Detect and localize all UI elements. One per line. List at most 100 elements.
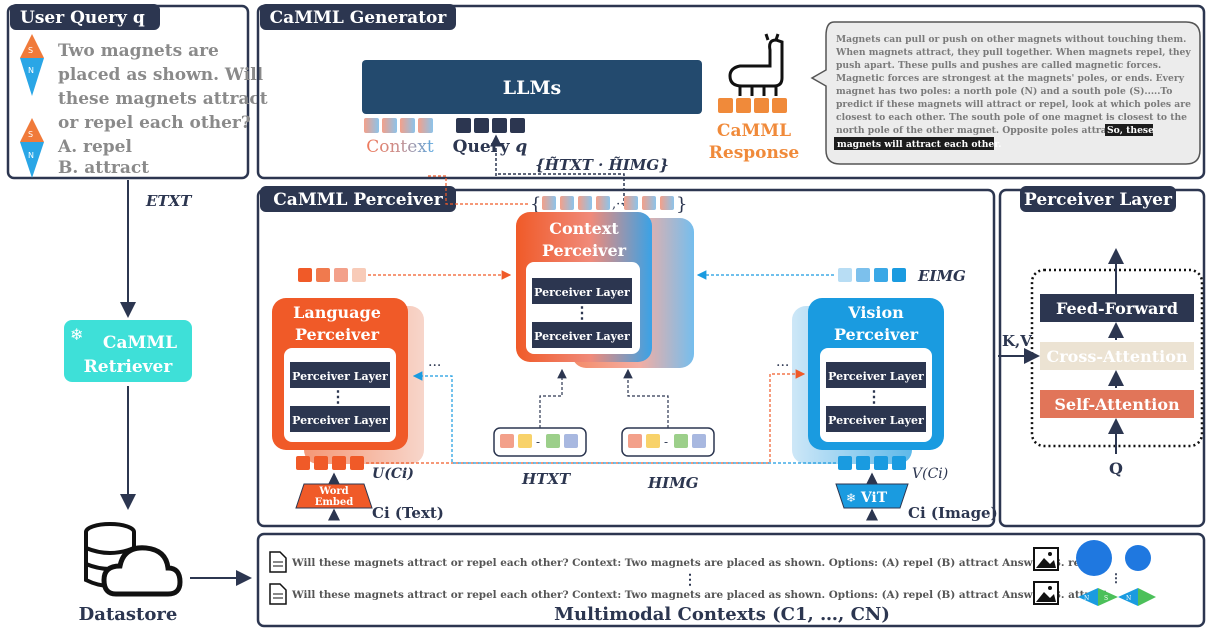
multimodal-contexts-panel: Will these magnets attract or repel each… xyxy=(256,532,1206,628)
vit-encoder: ❄ ViT xyxy=(835,483,909,509)
query-line: placed as shown. Will xyxy=(58,65,264,85)
svg-text:Perceiver Layer: Perceiver Layer xyxy=(828,414,924,427)
top-token-set: { ,···, } xyxy=(530,194,687,215)
llm-label: LLMs xyxy=(503,77,561,99)
document-icon xyxy=(269,583,287,605)
svg-text:closest to each other. The sou: closest to each other. The south pole of… xyxy=(836,112,1187,123)
e-txt-label: ETXT xyxy=(145,192,193,210)
svg-text:N: N xyxy=(28,66,34,75)
v-ci-label: V(Ci) xyxy=(912,466,948,482)
vis-ellipsis: ... xyxy=(776,354,789,370)
svg-text:Perceiver: Perceiver xyxy=(834,325,919,344)
h-img-label: HIMG xyxy=(647,474,699,492)
svg-text:⋮: ⋮ xyxy=(866,387,882,406)
user-query-panel: User Query q S N S N Two magnets are pla… xyxy=(6,4,268,180)
response-label: Response xyxy=(709,143,800,163)
svg-text:Self-Attention: Self-Attention xyxy=(1054,395,1180,414)
svg-text:north pole of the other magnet: north pole of the other magnet. Opposite… xyxy=(836,125,1120,136)
query-label: Query q xyxy=(453,137,528,157)
response-bubble xyxy=(810,21,1201,165)
svg-text:⋮: ⋮ xyxy=(574,303,590,322)
svg-text:N: N xyxy=(1084,595,1089,602)
svg-text:Retriever: Retriever xyxy=(84,357,174,377)
svg-text:Feed-Forward: Feed-Forward xyxy=(1056,299,1178,318)
svg-text:Embed: Embed xyxy=(315,497,354,508)
svg-text:S: S xyxy=(28,46,33,55)
language-perceiver: Language Perceiver Perceiver Layer ⋮ Per… xyxy=(272,298,424,464)
svg-text:Perceiver: Perceiver xyxy=(542,241,627,260)
image-icon xyxy=(1033,581,1059,605)
svg-text:Perceiver Layer: Perceiver Layer xyxy=(534,286,630,299)
kv-label: K,V xyxy=(1002,332,1032,350)
svg-text:Perceiver Layer: Perceiver Layer xyxy=(534,330,630,343)
query-tokens xyxy=(456,118,525,133)
lang-ellipsis: ... xyxy=(428,354,441,370)
language-latent-tokens xyxy=(298,268,366,282)
hidden-label: {H̃TXT · H̃IMG} xyxy=(535,156,669,174)
svg-text:Magnetic forces are strongest: Magnetic forces are strongest at the mag… xyxy=(836,73,1185,84)
llm-block xyxy=(362,60,702,114)
perceiver-panel: CaMML Perceiver xyxy=(256,186,996,528)
svg-text:Word: Word xyxy=(318,486,348,497)
svg-text:predict if these magnets will: predict if these magnets will attract or… xyxy=(836,99,1191,110)
svg-text:❄: ❄ xyxy=(846,491,856,505)
svg-text:N: N xyxy=(28,151,34,160)
feed-forward-block xyxy=(1040,294,1194,322)
svg-text:❄: ❄ xyxy=(70,325,83,344)
generator-panel: CaMML Generator LLMs Context Query q {H̃… xyxy=(256,4,1206,180)
magnet-icon: S N xyxy=(20,34,44,96)
svg-text:S: S xyxy=(28,130,33,139)
image-icon xyxy=(1033,547,1059,571)
context-perceiver: Context Perceiver Perceiver Layer ⋮ Perc… xyxy=(516,212,694,368)
word-embed: Word Embed xyxy=(295,483,373,509)
magnet-disc-image: ⋮ xyxy=(1076,540,1151,585)
query-line: or repel each other? xyxy=(58,113,251,133)
vision-latent-tokens xyxy=(838,268,906,282)
svg-text:S: S xyxy=(1104,595,1108,602)
q-label: Q xyxy=(1109,459,1123,478)
svg-text:push apart. These pulls and pu: push apart. These pulls and pushes are c… xyxy=(836,60,1161,71)
text-input-tokens xyxy=(296,456,364,470)
e-img-label: EIMG xyxy=(917,267,966,285)
svg-text:Perceiver: Perceiver xyxy=(295,325,380,344)
h-txt-tokens: - xyxy=(493,427,587,457)
contexts-title: Multimodal Contexts (C1, …, CN) xyxy=(554,604,890,625)
perceiver-layer-title: Perceiver Layer xyxy=(1024,190,1173,210)
response-tokens xyxy=(718,98,787,113)
query-line: Two magnets are xyxy=(58,41,219,61)
response-highlight: magnets will attract each other. xyxy=(837,139,1001,150)
document-icon xyxy=(269,551,287,573)
response-text: Magnets can pull or push on other magnet… xyxy=(835,34,1191,136)
svg-text:Language: Language xyxy=(293,303,381,322)
context-tokens xyxy=(364,118,433,133)
svg-text:N: N xyxy=(1126,595,1131,602)
generator-title: CaMML Generator xyxy=(270,8,448,28)
svg-text:CaMML: CaMML xyxy=(103,333,177,353)
query-line: B. attract xyxy=(58,158,149,178)
perceiver-layer-panel: Perceiver Layer Feed-Forward Cross-Atten… xyxy=(998,186,1206,528)
magnet-icon: S N xyxy=(20,118,44,178)
svg-text:When magnets attract, they pul: When magnets attract, they pull together… xyxy=(835,47,1191,58)
svg-text:⋮: ⋮ xyxy=(683,572,697,588)
context-row: Will these magnets attract or repel each… xyxy=(291,589,1108,601)
context-row: Will these magnets attract or repel each… xyxy=(291,557,1098,569)
svg-text:Cross-Attention: Cross-Attention xyxy=(1047,347,1188,366)
svg-text:ViT: ViT xyxy=(860,490,888,506)
camml-retriever: ❄ CaMML Retriever xyxy=(64,320,192,382)
svg-text:Perceiver Layer: Perceiver Layer xyxy=(292,414,388,427)
response-label: CaMML xyxy=(717,121,791,141)
query-line: these magnets attract xyxy=(58,89,268,109)
ci-text-label: Ci (Text) xyxy=(372,504,444,522)
vision-perceiver: Vision Perceiver Perceiver Layer ⋮ Perce… xyxy=(792,298,944,464)
context-label: Context xyxy=(366,137,434,157)
ci-image-label: Ci (Image) xyxy=(908,504,998,522)
svg-text:-: - xyxy=(536,435,540,449)
self-attention-block xyxy=(1040,390,1194,418)
svg-text:magnet has two poles: a north: magnet has two poles: a north pole (N) a… xyxy=(836,86,1172,97)
datastore-icon xyxy=(84,522,183,597)
query-line: A. repel xyxy=(57,137,133,157)
h-img-tokens: - xyxy=(621,427,715,457)
datastore-label: Datastore xyxy=(79,604,178,625)
svg-text:⋮: ⋮ xyxy=(330,387,346,406)
svg-text:Context: Context xyxy=(549,219,619,238)
